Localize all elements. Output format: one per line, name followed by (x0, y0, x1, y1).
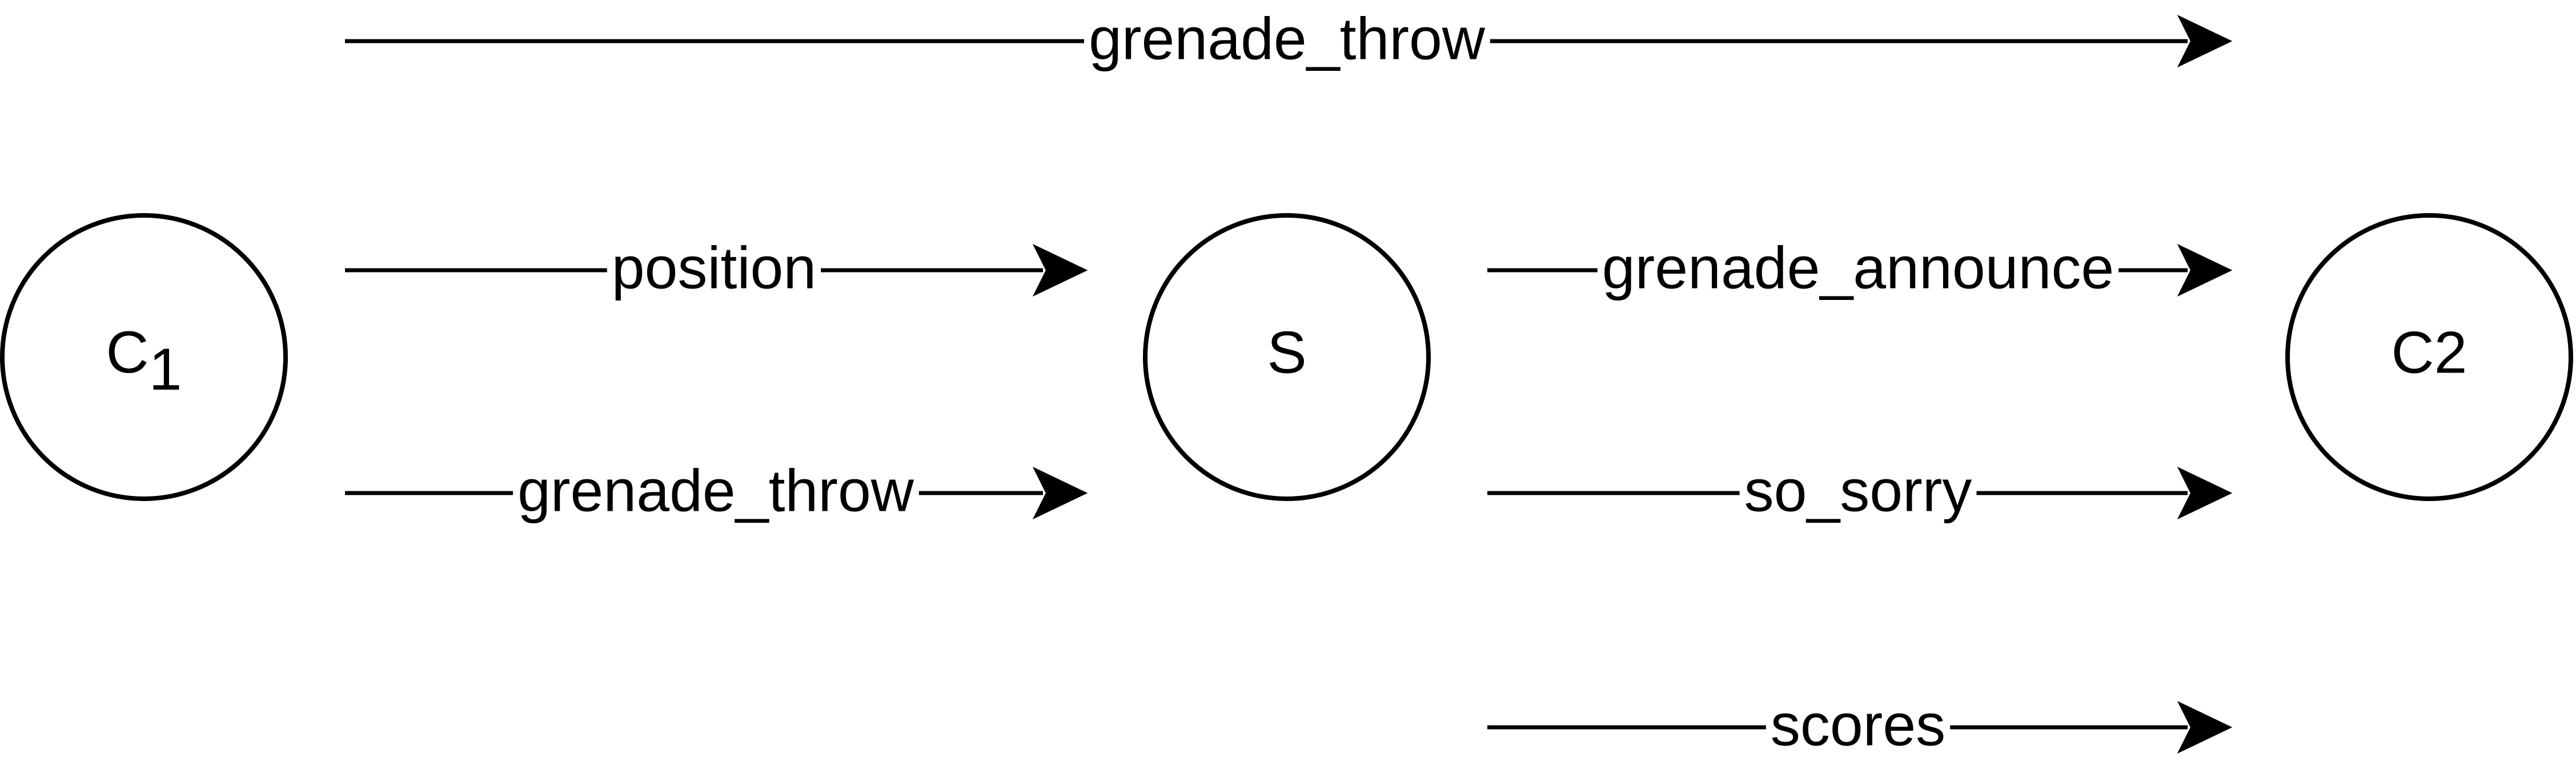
node-s-label: S (1267, 319, 1306, 386)
edge-s-c2-so-sorry[interactable]: so_sorry (1487, 458, 2233, 524)
edge-label-background (1597, 235, 2119, 302)
edge-label: grenade_throw (1089, 6, 1486, 72)
edge-label: grenade_announce (1602, 235, 2114, 301)
edge-c1-s-position[interactable]: position (345, 235, 1088, 302)
node-c1[interactable]: C1 (0, 213, 288, 501)
node-c2-circle (2285, 213, 2573, 501)
edge-label-background (1739, 458, 1977, 524)
arrowhead-icon (1032, 466, 1088, 520)
node-s[interactable]: S (1143, 213, 1431, 501)
edge-c1-s-grenade-throw[interactable]: grenade_throw (345, 458, 1088, 524)
edge-label-background (513, 458, 919, 524)
edge-label: position (612, 235, 816, 301)
edge-label-background (1766, 692, 1951, 759)
node-c1-subscript: 1 (149, 337, 182, 403)
edge-label-background (1084, 6, 1490, 73)
edge-s-c2-grenade-announce[interactable]: grenade_announce (1487, 235, 2233, 302)
arrowhead-icon (2177, 700, 2233, 754)
edge-s-c2-scores[interactable]: scores (1487, 692, 2233, 759)
edge-c1-c2-grenade-throw[interactable]: grenade_throw (345, 6, 2233, 73)
arrowhead-icon (2177, 243, 2233, 297)
node-c2-label: C2 (2392, 319, 2467, 386)
edge-label: so_sorry (1744, 458, 1972, 524)
edge-label: scores (1771, 692, 1945, 758)
edge-label-background (607, 235, 821, 302)
node-c1-label: C1 (106, 319, 182, 403)
arrowhead-icon (2177, 466, 2233, 520)
node-c2[interactable]: C2 (2285, 213, 2573, 501)
node-s-circle (1143, 213, 1431, 501)
node-c1-circle (0, 213, 288, 501)
arrowhead-icon (2177, 14, 2233, 68)
edge-label: grenade_throw (517, 458, 914, 524)
arrowhead-icon (1032, 243, 1088, 297)
